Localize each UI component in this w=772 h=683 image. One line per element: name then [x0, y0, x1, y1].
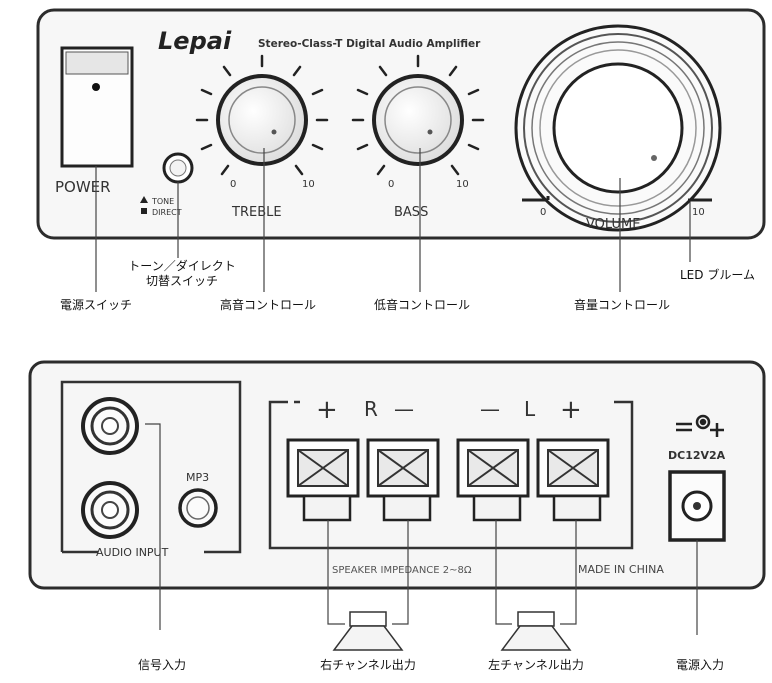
rca-jack-top[interactable]	[81, 397, 139, 455]
left-channel-output-callout: 左チャンネル出力	[488, 658, 584, 672]
signal-input-callout: 信号入力	[137, 658, 187, 672]
led-bloom-callout: LED ブルーム	[680, 268, 755, 282]
brand-logo: Lepai	[158, 27, 232, 55]
treble-pointer-dot	[271, 129, 277, 135]
rear-panel: AUDIO INPUT MP3 + R — — L +	[28, 360, 766, 590]
tone-direct-callout-line2: 切替スイッチ	[145, 274, 219, 288]
bass-scale-ticks	[351, 54, 485, 176]
left-minus-sign: —	[480, 397, 500, 421]
left-plus-sign: +	[560, 395, 582, 425]
right-plus-sign: +	[316, 395, 338, 425]
bass-pointer-dot	[427, 129, 433, 135]
dc-power-jack[interactable]	[668, 470, 726, 542]
terminal-left-plus[interactable]	[536, 438, 610, 522]
bass-min-label: 0	[388, 179, 394, 190]
front-panel: Lepai Stereo-Class-T Digital Audio Ampli…	[36, 8, 766, 240]
volume-pointer-dot	[651, 155, 657, 161]
bass-control-callout: 低音コントロール	[373, 298, 471, 312]
dc-polarity-icon	[676, 414, 724, 437]
terminal-right-plus[interactable]	[286, 438, 360, 522]
speaker-terminal-frame	[268, 400, 634, 550]
left-speaker-icon	[500, 611, 572, 651]
power-switch[interactable]	[60, 46, 134, 168]
model-subtitle: Stereo-Class-T Digital Audio Amplifier	[258, 38, 481, 50]
left-channel-letter: L	[524, 397, 536, 421]
bass-label: BASS	[394, 205, 428, 220]
rca-jack-bottom[interactable]	[81, 481, 139, 539]
rear-leader-lines	[145, 423, 698, 635]
tone-arrow-icon	[140, 196, 148, 203]
tone-label: TONE	[151, 197, 174, 206]
tone-direct-callout-line1: トーン／ダイレクト	[128, 259, 236, 273]
mp3-label: MP3	[186, 471, 209, 484]
right-minus-sign: —	[394, 397, 414, 421]
treble-control-callout: 高音コントロール	[219, 298, 317, 312]
right-channel-output-callout: 右チャンネル出力	[320, 658, 416, 672]
direct-label: DIRECT	[152, 208, 182, 217]
bass-knob[interactable]	[372, 74, 464, 166]
terminal-right-minus[interactable]	[366, 438, 440, 522]
audio-input-label: AUDIO INPUT	[96, 546, 169, 559]
dc-rating-label: DC12V2A	[668, 449, 726, 462]
audio-input-frame	[60, 380, 242, 554]
power-input-callout: 電源入力	[675, 658, 725, 672]
bass-max-label: 10	[456, 179, 469, 190]
tone-direct-button[interactable]	[162, 152, 194, 184]
mp3-jack[interactable]	[178, 488, 218, 528]
treble-scale-ticks	[195, 54, 329, 176]
volume-control-callout: 音量コントロール	[573, 298, 671, 312]
treble-max-label: 10	[302, 179, 315, 190]
treble-knob[interactable]	[216, 74, 308, 166]
power-label: POWER	[55, 178, 111, 196]
front-leader-lines	[95, 148, 691, 292]
volume-knob[interactable]	[514, 24, 722, 232]
direct-square-icon	[141, 208, 147, 214]
power-switch-callout: 電源スイッチ	[60, 298, 133, 312]
volume-label: VOLUME	[586, 217, 640, 232]
volume-min-label: 0	[540, 207, 546, 218]
made-in-text: MADE IN CHINA	[578, 563, 664, 576]
power-indicator-dot	[92, 83, 100, 91]
right-speaker-icon	[332, 611, 404, 651]
impedance-text: SPEAKER IMPEDANCE 2~8Ω	[332, 565, 472, 576]
volume-scale-left-mark	[522, 196, 550, 202]
treble-label: TREBLE	[231, 205, 282, 220]
volume-max-label: 10	[692, 207, 705, 218]
treble-min-label: 0	[230, 179, 236, 190]
right-channel-letter: R	[364, 397, 378, 421]
terminal-left-minus[interactable]	[456, 438, 530, 522]
